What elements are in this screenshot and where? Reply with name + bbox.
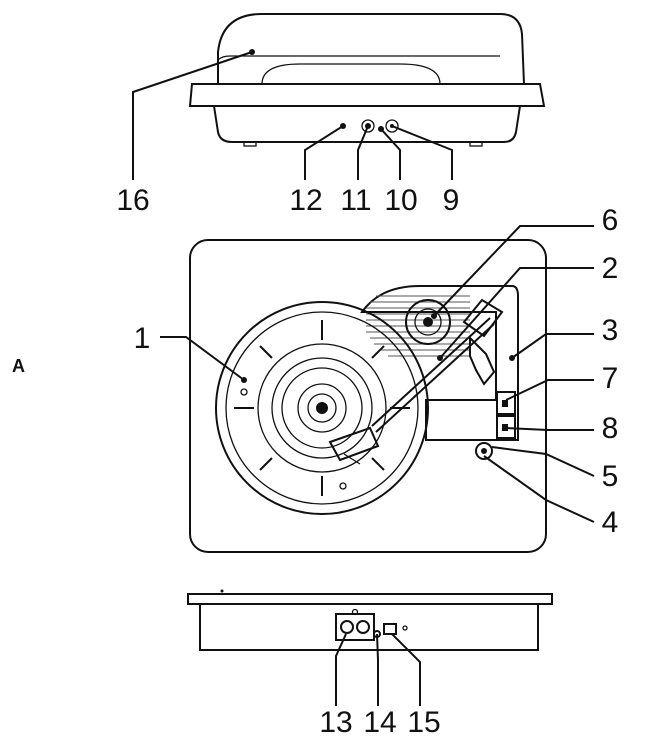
- label-8: 8: [602, 412, 619, 445]
- label-14: 14: [363, 706, 396, 739]
- top-view: A: [12, 204, 619, 553]
- label-15: 15: [407, 706, 440, 739]
- label-9: 9: [443, 184, 460, 217]
- label-11: 11: [340, 184, 371, 217]
- tonearm: [328, 298, 504, 465]
- adapter-45: [405, 299, 451, 345]
- speed-switch: [496, 391, 516, 415]
- label-3: 3: [602, 314, 619, 347]
- plinth: [189, 239, 547, 553]
- label-12: 12: [289, 184, 322, 217]
- figure-letter: A: [12, 356, 25, 376]
- label-2: 2: [602, 252, 619, 285]
- base-body: [212, 105, 522, 143]
- label-13: 13: [319, 706, 352, 739]
- rear-view: 13 14 15: [187, 589, 553, 739]
- label-5: 5: [602, 460, 619, 493]
- base-lip: [188, 83, 546, 107]
- rear-lid-edge: [187, 593, 553, 605]
- label-10: 10: [384, 184, 417, 217]
- label-1: 1: [134, 322, 151, 355]
- port-15: [383, 623, 397, 635]
- front-view: 16 12 11 10 9: [116, 13, 546, 217]
- label-7: 7: [602, 362, 619, 395]
- rear-body: [199, 603, 539, 651]
- platter: [215, 301, 429, 515]
- label-6: 6: [602, 204, 619, 237]
- autostop-switch: [496, 415, 516, 439]
- label-4: 4: [602, 506, 619, 539]
- knob-11: [361, 119, 375, 133]
- lift-lever: [475, 442, 493, 460]
- label-16: 16: [116, 184, 149, 217]
- jack-9: [385, 119, 399, 133]
- lid: [217, 13, 526, 85]
